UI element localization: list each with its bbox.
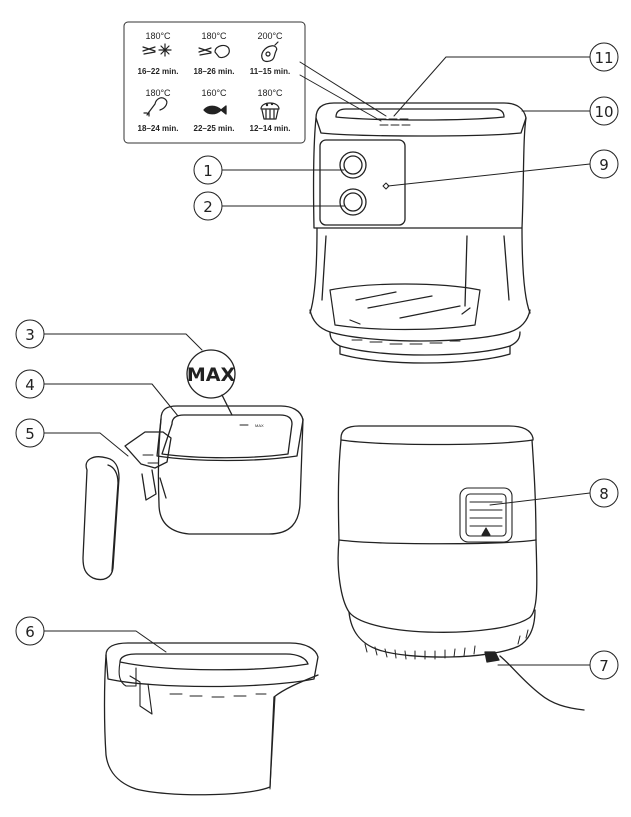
- callout-8: 8: [589, 478, 619, 508]
- basket-grill: [329, 283, 481, 331]
- temperature-knob: [339, 151, 367, 179]
- callout-6: 6: [15, 616, 45, 646]
- preset-indicator-lights: [377, 118, 411, 126]
- frozen-fries-icon: [142, 43, 172, 57]
- callout-number: 11: [594, 49, 613, 67]
- preset-item: 180°C 18–24 min.: [138, 88, 179, 133]
- airfryer-main-unit: [309, 102, 531, 364]
- preset-temp: 180°C: [257, 88, 283, 98]
- callout-1: 1: [193, 155, 223, 185]
- max-label: MAX: [187, 364, 236, 386]
- callout-2: 2: [193, 191, 223, 221]
- fish-icon: [203, 105, 227, 115]
- rear-vents: [364, 629, 529, 660]
- preset-item: 180°C 18–26 min.: [194, 31, 235, 76]
- preset-temp: 180°C: [145, 31, 171, 41]
- preset-time: 11–15 min.: [250, 67, 290, 76]
- callout-number: 3: [25, 326, 35, 344]
- callout-3: 3: [15, 319, 45, 349]
- preset-time: 12–14 min.: [250, 124, 291, 133]
- pan: [103, 642, 319, 796]
- air-outlet: [459, 487, 513, 543]
- preset-time: 16–22 min.: [138, 67, 179, 76]
- callout-number: 4: [25, 376, 35, 394]
- preset-time: 22–25 min.: [194, 124, 235, 133]
- preset-item: 160°C 22–25 min.: [194, 88, 235, 133]
- callout-number: 6: [25, 623, 35, 641]
- callout-10: 10: [589, 96, 619, 126]
- callout-5: 5: [15, 418, 45, 448]
- drumstick-icon: [143, 97, 168, 117]
- basket-handle: [82, 456, 120, 581]
- preset-item: 180°C 16–22 min.: [138, 31, 179, 76]
- basket-with-handle: MAX: [82, 405, 304, 581]
- preset-temp: 180°C: [145, 88, 171, 98]
- control-panel-top: [335, 108, 505, 121]
- preset-temp: 160°C: [201, 88, 227, 98]
- callout-4: 4: [15, 369, 45, 399]
- callout-number: 10: [594, 103, 613, 121]
- callout-number: 2: [203, 198, 213, 216]
- max-badge: MAX: [186, 349, 236, 416]
- callout-number: 1: [203, 162, 213, 180]
- meat-icon: [261, 41, 279, 63]
- preset-time: 18–24 min.: [138, 124, 179, 133]
- preset-time: 18–26 min.: [194, 67, 235, 76]
- fries-meat-icon: [198, 44, 230, 59]
- preset-item: 200°C 11–15 min.: [250, 31, 290, 76]
- callout-number: 8: [599, 485, 609, 503]
- callout-9: 9: [589, 149, 619, 179]
- power-cord: [499, 655, 585, 711]
- callout-number: 9: [599, 156, 609, 174]
- drawer-vents: [351, 339, 461, 345]
- preset-temp: 200°C: [257, 31, 283, 41]
- callouts: 1 2 3 4 5 6: [15, 42, 619, 680]
- callout-7: 7: [589, 650, 619, 680]
- timer-knob: [339, 188, 367, 216]
- preset-table: 180°C 16–22 min. 180°C 18–26 min. 200°C …: [123, 21, 306, 144]
- muffin-icon: [260, 102, 280, 120]
- preset-item: 180°C 12–14 min.: [250, 88, 291, 133]
- max-mark: MAX: [255, 423, 264, 428]
- callout-11: 11: [589, 42, 619, 72]
- pan-vent-slots: [169, 693, 267, 698]
- callout-number: 7: [599, 657, 609, 675]
- preset-temp: 180°C: [201, 31, 227, 41]
- callout-number: 5: [25, 425, 35, 443]
- airfryer-rear-view: [337, 425, 585, 711]
